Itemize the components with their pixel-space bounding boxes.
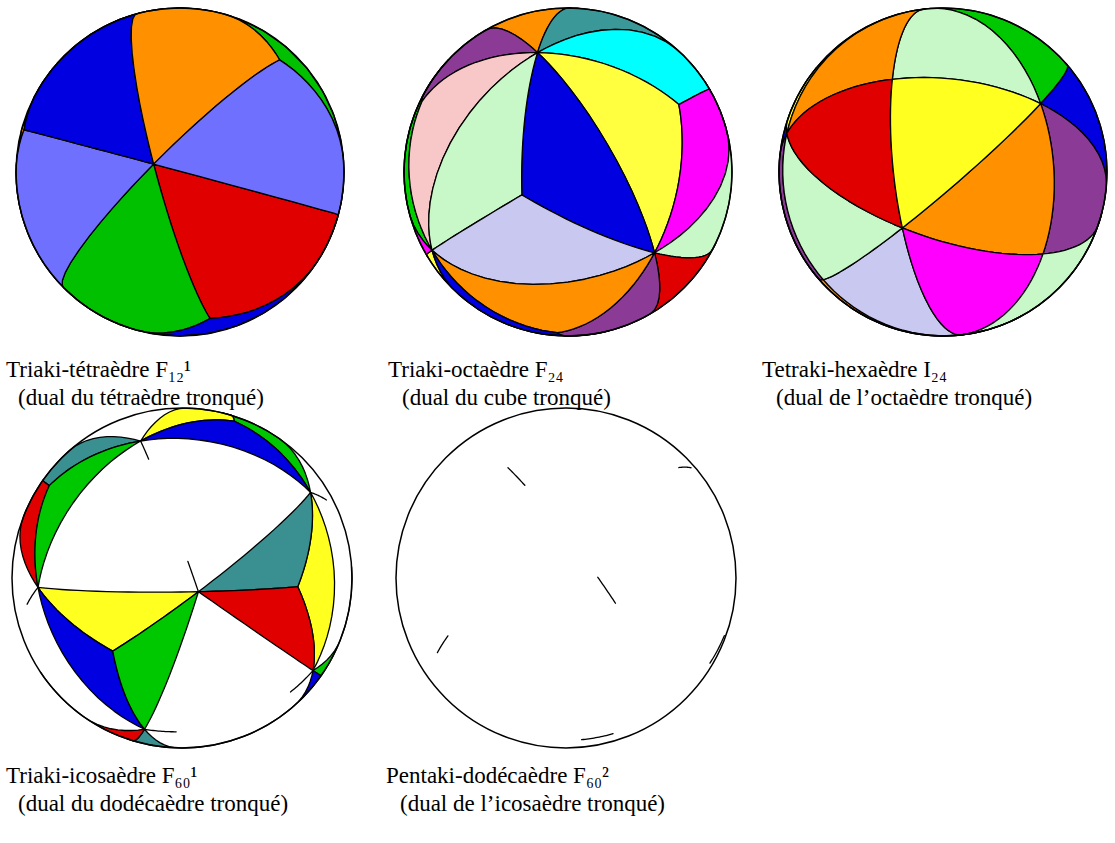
caption-text: (dual du cube tronqué) bbox=[402, 384, 611, 412]
spherical-face bbox=[311, 492, 327, 500]
spherical-face bbox=[154, 60, 344, 215]
sphere-tiling bbox=[437, 467, 724, 739]
spherical-face bbox=[890, 78, 1040, 228]
caption-text: Tetraki-hexaèdre I₂₄ bbox=[762, 356, 947, 384]
sphere-tiling bbox=[779, 8, 1107, 336]
sphere-outline bbox=[396, 408, 736, 748]
caption-text: (dual de l’icosaèdre tronqué) bbox=[400, 790, 665, 818]
spherical-face bbox=[71, 215, 338, 336]
sphere-outline bbox=[16, 8, 344, 336]
sphere-outline bbox=[12, 408, 352, 748]
spherical-face bbox=[35, 441, 141, 587]
spherical-face bbox=[198, 587, 314, 671]
sphere-ground bbox=[396, 408, 736, 748]
sphere-outline bbox=[779, 8, 1107, 336]
spherical-face bbox=[141, 420, 311, 493]
sphere-ground bbox=[16, 8, 344, 336]
spherical-face bbox=[27, 587, 38, 604]
caption-text: Triaki-octaèdre F₂₄ bbox=[388, 356, 564, 384]
spherical-face bbox=[787, 79, 902, 228]
spherical-face bbox=[961, 211, 1102, 335]
spherical-face bbox=[508, 468, 525, 486]
spherical-face bbox=[598, 577, 616, 603]
caption-text: (dual de l’octaèdre tronqué) bbox=[776, 384, 1032, 412]
spherical-face bbox=[679, 467, 691, 469]
spherical-face bbox=[231, 671, 321, 741]
spherical-face bbox=[113, 592, 199, 730]
caption-text: (dual du tétraèdre tronqué) bbox=[18, 384, 264, 412]
spherical-face bbox=[437, 636, 447, 653]
sphere-tiling bbox=[404, 8, 732, 336]
spherical-face bbox=[198, 492, 312, 591]
spherical-face bbox=[291, 671, 313, 692]
spherical-face bbox=[432, 250, 609, 336]
sphere-tiling bbox=[20, 408, 352, 748]
spherical-face bbox=[188, 561, 199, 591]
sphere-outline bbox=[404, 8, 732, 336]
spherical-face bbox=[902, 228, 1043, 335]
sphere-tiling bbox=[16, 8, 344, 336]
spherical-face bbox=[145, 729, 177, 732]
caption-text: (dual du dodécaèdre tronqué) bbox=[18, 790, 288, 818]
sphere-ground bbox=[404, 8, 732, 336]
caption-text: Triaki-tétraèdre F₁₂¹ bbox=[6, 356, 191, 384]
spherical-face bbox=[582, 734, 613, 740]
sphere-ground bbox=[12, 408, 352, 748]
sphere-ground bbox=[779, 8, 1107, 336]
caption-text: Triaki-icosaèdre F₆₀¹ bbox=[6, 762, 197, 790]
spherical-face bbox=[141, 441, 149, 459]
caption-text: Pentaki-dodécaèdre F₆₀² bbox=[386, 762, 609, 790]
spherical-face bbox=[961, 211, 1102, 335]
spherical-face bbox=[710, 636, 724, 663]
spherical-face bbox=[40, 672, 144, 741]
